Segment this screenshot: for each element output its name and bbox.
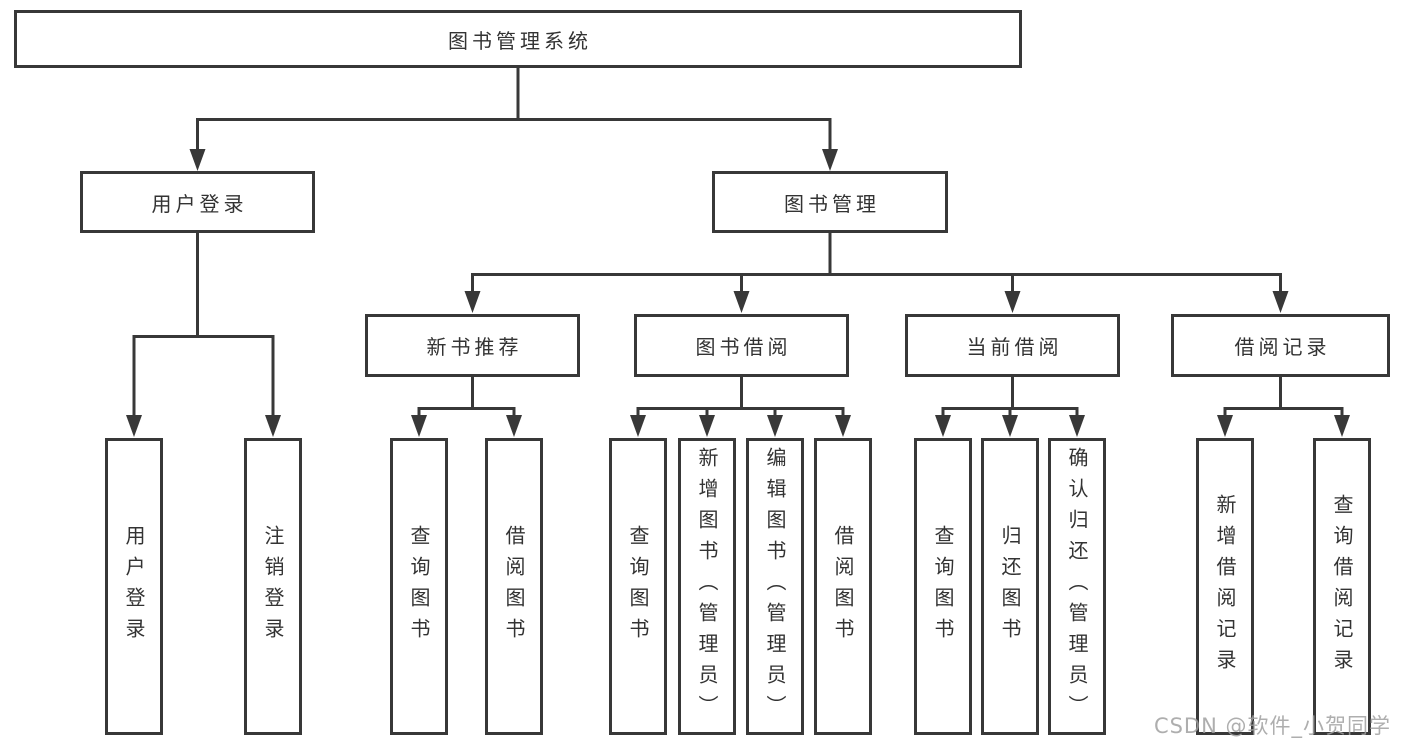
leaf-return-books: 归还图书: [981, 438, 1039, 735]
arrow-down-icon: [464, 291, 481, 313]
leaf-label: 用户登录: [122, 524, 146, 649]
leaf-label: 查询图书: [626, 524, 650, 649]
arrow-down-icon: [1334, 415, 1350, 437]
arrow-down-icon: [411, 415, 427, 437]
leaf-edit-books-admin: 编辑图书（管理员）: [746, 438, 804, 735]
leaf-logout: 注销登录: [244, 438, 302, 735]
leaf-query-borrow-record: 查询借阅记录: [1313, 438, 1371, 735]
leaf-query-books-borrow: 查询图书: [609, 438, 667, 735]
arrow-down-icon: [630, 415, 646, 437]
leaf-label: 新增图书（管理员）: [695, 447, 719, 726]
connector-root-to-level2: [196, 68, 832, 152]
node-current-borrow: 当前借阅: [905, 314, 1120, 377]
arrow-down-icon: [506, 415, 522, 437]
leaf-label: 查询借阅记录: [1330, 493, 1354, 680]
connector-book-mgmt-to-level3: [471, 233, 1282, 294]
arrow-down-icon: [699, 415, 715, 437]
arrow-down-icon: [835, 415, 851, 437]
leaf-label: 借阅图书: [502, 524, 526, 649]
node-borrow-records: 借阅记录: [1171, 314, 1390, 377]
leaf-borrow-books: 借阅图书: [814, 438, 872, 735]
leaf-label: 查询图书: [407, 524, 431, 649]
leaf-label: 新增借阅记录: [1213, 493, 1237, 680]
node-book-management: 图书管理: [712, 171, 948, 233]
leaf-label: 查询图书: [931, 524, 955, 649]
leaf-label: 确认归还（管理员）: [1065, 447, 1089, 726]
arrow-down-icon: [733, 291, 750, 313]
arrow-down-icon: [767, 415, 783, 437]
leaf-label: 归还图书: [998, 524, 1022, 649]
arrow-down-icon: [1217, 415, 1233, 437]
arrow-down-icon: [935, 415, 951, 437]
arrow-down-icon: [1002, 415, 1018, 437]
arrow-down-icon: [822, 149, 838, 171]
connector-book-borrow-to-leaves: [636, 377, 845, 418]
node-new-book-recommend: 新书推荐: [365, 314, 580, 377]
connector-cur-borrow-to-leaves: [941, 377, 1079, 418]
leaf-borrow-books-newbook: 借阅图书: [485, 438, 543, 735]
connector-user-login-to-leaves: [132, 233, 275, 418]
leaf-confirm-return-admin: 确认归还（管理员）: [1048, 438, 1106, 735]
node-root: 图书管理系统: [14, 10, 1022, 68]
leaf-user-login: 用户登录: [105, 438, 163, 735]
arrow-down-icon: [189, 149, 206, 171]
leaf-add-borrow-record: 新增借阅记录: [1196, 438, 1254, 735]
arrow-down-icon: [265, 415, 281, 437]
node-book-borrow: 图书借阅: [634, 314, 849, 377]
leaf-label: 编辑图书（管理员）: [763, 447, 787, 726]
connector-new-book-to-leaves: [417, 377, 516, 418]
arrow-down-icon: [1272, 291, 1289, 313]
arrow-down-icon: [1069, 415, 1085, 437]
leaf-add-books-admin: 新增图书（管理员）: [678, 438, 736, 735]
leaf-query-books-newbook: 查询图书: [390, 438, 448, 735]
leaf-query-books-current: 查询图书: [914, 438, 972, 735]
leaf-label: 借阅图书: [831, 524, 855, 649]
arrow-down-icon: [126, 415, 142, 437]
csdn-watermark: CSDN @软件_小贺同学: [1153, 714, 1391, 738]
node-user-login: 用户登录: [80, 171, 315, 233]
arrow-down-icon: [1004, 291, 1021, 313]
connector-records-to-leaves: [1223, 377, 1344, 418]
leaf-label: 注销登录: [261, 524, 285, 649]
